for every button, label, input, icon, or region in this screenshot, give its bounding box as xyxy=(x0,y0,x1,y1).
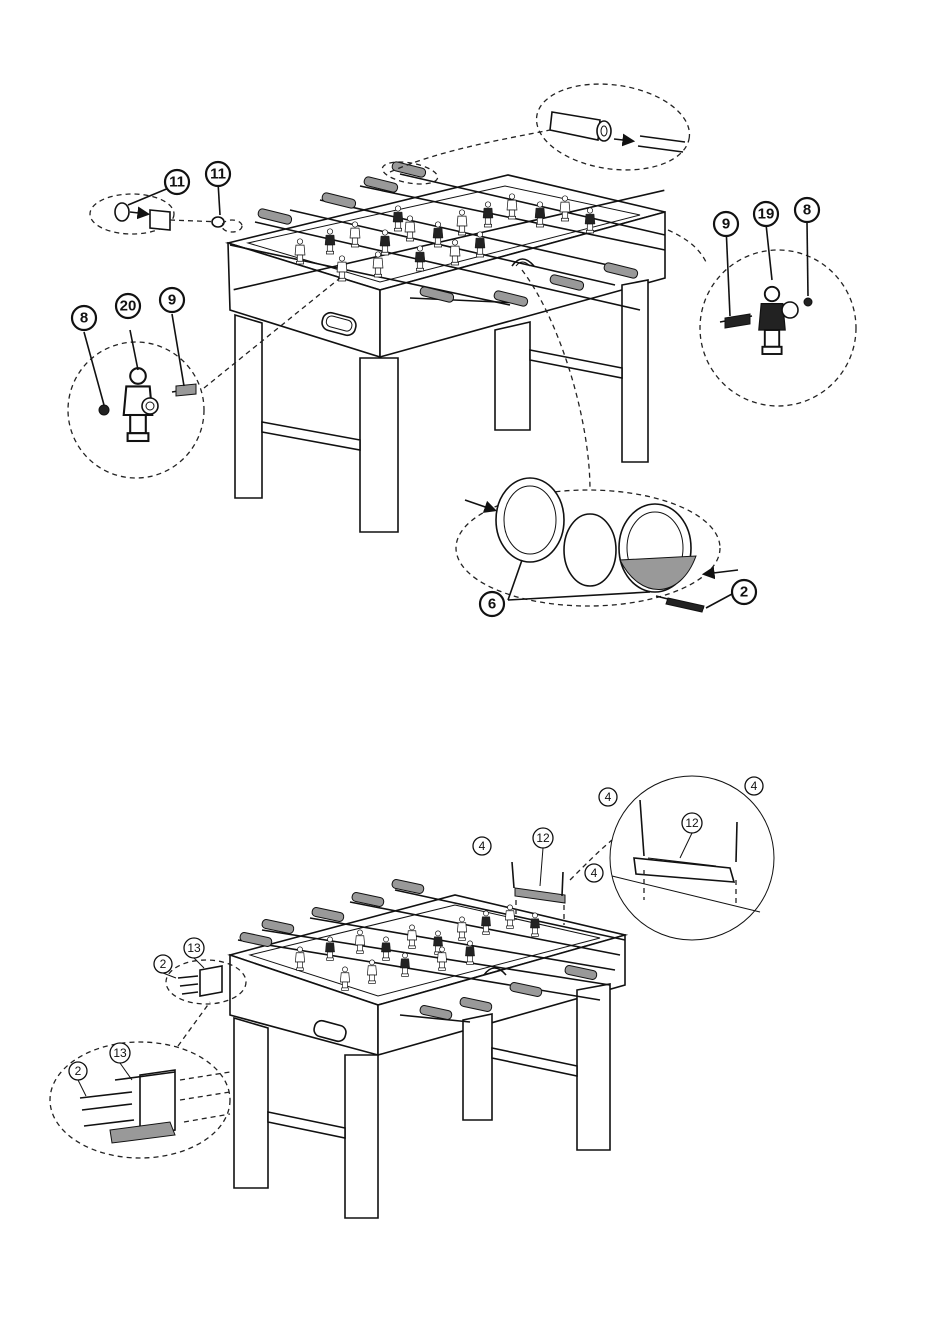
callout-13-small: 13 xyxy=(184,938,204,958)
score-counter-detail xyxy=(610,776,774,940)
svg-text:2: 2 xyxy=(740,584,748,601)
bumper-detail-ellipse xyxy=(381,75,695,188)
svg-text:9: 9 xyxy=(168,292,176,309)
callout-19: 19 xyxy=(754,202,778,226)
callout-4-detail-right: 4 xyxy=(745,777,763,795)
svg-text:13: 13 xyxy=(187,941,201,955)
svg-text:6: 6 xyxy=(488,596,496,613)
callout-8-left: 8 xyxy=(72,306,96,330)
callout-4-detail-left: 4 xyxy=(599,788,617,806)
svg-text:20: 20 xyxy=(120,298,137,315)
table-2-body xyxy=(230,879,625,1218)
figure-1-table-rod-assembly: 11 11 8 20 9 9 19 8 xyxy=(68,75,856,616)
callout-12-detail: 12 xyxy=(682,813,702,833)
callout-11-right: 11 xyxy=(206,162,230,186)
svg-text:8: 8 xyxy=(80,310,88,327)
callout-8-right: 8 xyxy=(795,198,819,222)
end-cap-detail-ellipse xyxy=(90,182,242,234)
svg-text:12: 12 xyxy=(685,816,699,830)
svg-text:8: 8 xyxy=(803,202,811,219)
svg-text:4: 4 xyxy=(605,790,612,804)
player-19-detail xyxy=(668,222,856,406)
svg-text:11: 11 xyxy=(169,174,185,191)
callout-20: 20 xyxy=(116,294,140,318)
svg-text:4: 4 xyxy=(751,779,758,793)
svg-text:2: 2 xyxy=(75,1064,82,1078)
svg-text:4: 4 xyxy=(591,866,598,880)
callout-4-top-left: 4 xyxy=(473,837,491,855)
callout-6: 6 xyxy=(480,592,504,616)
callout-2-detail: 2 xyxy=(69,1062,87,1080)
callout-2-small: 2 xyxy=(154,955,172,973)
svg-text:13: 13 xyxy=(113,1046,127,1060)
callout-9-left: 9 xyxy=(160,288,184,312)
svg-text:11: 11 xyxy=(210,166,226,183)
callout-12-top: 12 xyxy=(533,828,553,848)
callout-11-left: 11 xyxy=(165,170,189,194)
svg-text:2: 2 xyxy=(160,957,167,971)
svg-text:4: 4 xyxy=(479,839,486,853)
callout-2-goal: 2 xyxy=(732,580,756,604)
svg-text:12: 12 xyxy=(536,831,550,845)
svg-text:9: 9 xyxy=(722,216,730,233)
svg-text:19: 19 xyxy=(758,206,775,223)
callout-4-top-right: 4 xyxy=(585,864,603,882)
figure-2-table-accessory-assembly: 4 12 4 4 12 4 13 2 xyxy=(50,776,774,1218)
callout-13-detail: 13 xyxy=(110,1043,130,1063)
callout-9-right: 9 xyxy=(714,212,738,236)
